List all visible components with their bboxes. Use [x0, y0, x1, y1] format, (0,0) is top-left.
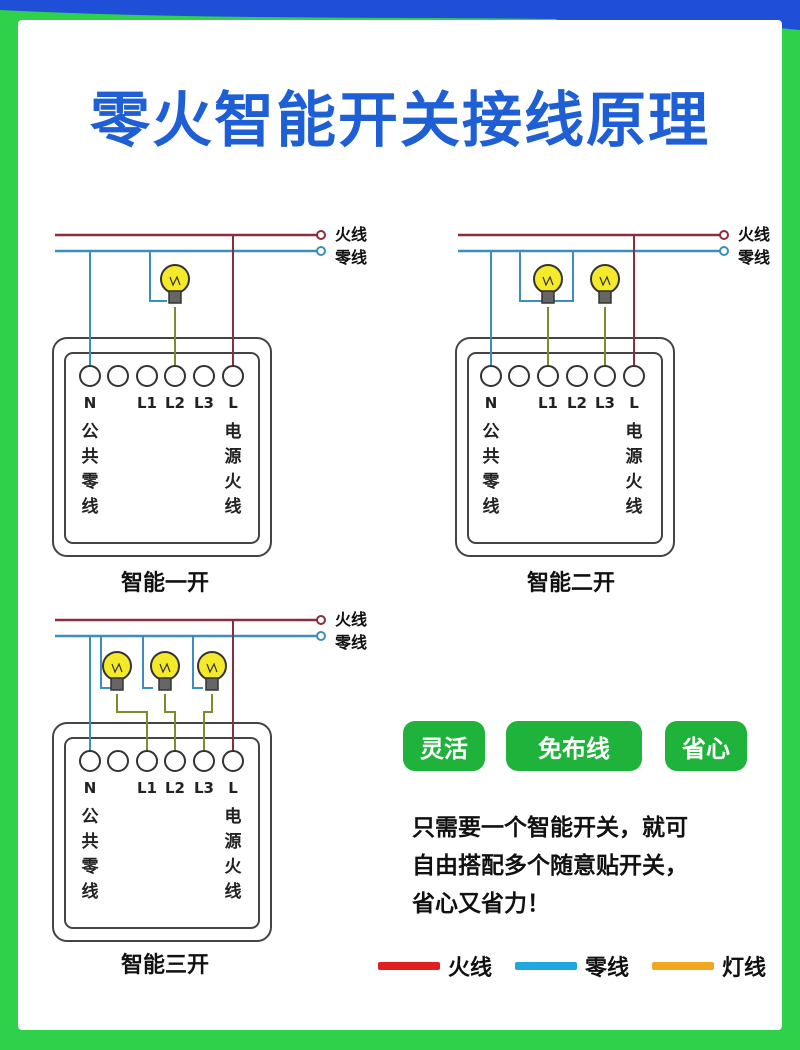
- legend-swatch: [515, 962, 577, 970]
- neutral-label: 零线: [737, 248, 770, 267]
- pin-l3: L3: [595, 394, 615, 412]
- live-note-char: 电: [626, 421, 643, 442]
- legend-lamp: 灯线: [652, 950, 766, 982]
- neutral-note-char: 公: [483, 422, 500, 442]
- bulb-icon: [590, 264, 620, 304]
- switch-box-inner: [467, 352, 663, 544]
- live-note-char: 火: [225, 857, 243, 877]
- page-title: 零火智能开关接线原理: [90, 86, 710, 156]
- legend-label: 火线: [448, 956, 493, 981]
- live-label: 火线: [738, 225, 770, 244]
- legend-swatch: [652, 962, 714, 970]
- pin-l3: L3: [194, 394, 214, 412]
- live-note-char: 火: [225, 472, 243, 492]
- legend-neutral: 零线: [515, 950, 629, 982]
- neutral-note-char: 公: [82, 422, 99, 442]
- neutral-note-char: 零: [482, 472, 501, 492]
- neutral-note-char: 共: [82, 832, 99, 852]
- diagram-one-gang: 火线 零线 N L1: [52, 225, 367, 596]
- terminal-row: [480, 365, 645, 387]
- live-terminal: [719, 230, 729, 240]
- lamp1-neutral: [149, 251, 167, 302]
- live-note-char: 线: [225, 496, 242, 517]
- pin-n: N: [84, 394, 97, 412]
- pin-l: L: [228, 394, 238, 412]
- lamp2-wire: [164, 694, 176, 761]
- pin-n: N: [485, 394, 498, 412]
- neutral-note-char: 线: [82, 881, 99, 902]
- live-note-char: 电: [225, 421, 242, 442]
- pin-l: L: [228, 779, 238, 797]
- diagram-three-gang: 火线 零线: [52, 610, 367, 978]
- lamp-neutral: [192, 636, 203, 689]
- switch-box-inner: [64, 352, 260, 544]
- terminal-row: [79, 365, 244, 387]
- legend-label: 灯线: [722, 956, 767, 981]
- pin-l2: L2: [165, 779, 185, 797]
- switch-box-inner: [64, 737, 260, 929]
- live-terminal: [316, 230, 326, 240]
- neutral-note-char: 线: [483, 496, 500, 517]
- live-note-char: 线: [225, 881, 242, 902]
- neutral-note-char: 公: [82, 807, 99, 827]
- live-note-char: 线: [626, 496, 643, 517]
- pin-l1: L1: [538, 394, 558, 412]
- pin-l: L: [629, 394, 639, 412]
- description-line: 只需要一个智能开关，就可: [412, 815, 688, 841]
- bulb-icon: [533, 264, 563, 304]
- neutral-terminal: [316, 631, 326, 641]
- description-line: 自由搭配多个随意贴开关，: [412, 853, 688, 879]
- bulb-icon: [150, 651, 180, 691]
- lamp-neutral: [100, 636, 113, 689]
- pin-l1: L1: [137, 779, 157, 797]
- lamp-neutral: [519, 251, 538, 302]
- feature-badge-flexible: 灵活: [403, 721, 485, 771]
- lamp1-wire: [116, 694, 148, 761]
- neutral-terminal: [316, 246, 326, 256]
- live-note-char: 源: [225, 831, 242, 852]
- diagram-two-gang: 火线 零线: [455, 225, 770, 596]
- diagram-caption: 智能一开: [121, 570, 209, 596]
- lamp3-wire: [203, 694, 213, 761]
- legend-label: 零线: [585, 956, 630, 981]
- pin-n: N: [84, 779, 97, 797]
- pin-l1: L1: [137, 394, 157, 412]
- pin-l2: L2: [567, 394, 587, 412]
- neutral-note-char: 零: [81, 857, 100, 877]
- neutral-note-char: 零: [81, 472, 100, 492]
- live-label: 火线: [335, 610, 367, 629]
- description-line: 省心又省力！: [412, 891, 550, 917]
- neutral-label: 零线: [334, 248, 367, 267]
- live-terminal: [316, 615, 326, 625]
- bulb-icon: [102, 651, 132, 691]
- legend-swatch: [378, 962, 440, 970]
- live-note-char: 源: [626, 446, 643, 467]
- diagram-caption: 智能二开: [527, 570, 615, 596]
- live-note-char: 电: [225, 806, 242, 827]
- live-note-char: 火: [626, 472, 644, 492]
- neutral-terminal: [719, 246, 729, 256]
- pin-l3: L3: [194, 779, 214, 797]
- bulb-icon: [197, 651, 227, 691]
- live-note-char: 源: [225, 446, 242, 467]
- feature-badge-wireless: 免布线: [506, 721, 642, 771]
- neutral-note-char: 共: [82, 447, 99, 467]
- legend-live: 火线: [378, 950, 492, 982]
- lamp-neutral: [142, 636, 153, 689]
- terminal-row: [79, 750, 244, 772]
- diagram-caption: 智能三开: [121, 952, 209, 978]
- neutral-note-char: 共: [483, 447, 500, 467]
- bulb-icon: [160, 264, 190, 304]
- pin-l2: L2: [165, 394, 185, 412]
- feature-badge-easy: 省心: [665, 721, 747, 771]
- live-label: 火线: [335, 225, 367, 244]
- neutral-note-char: 线: [82, 496, 99, 517]
- neutral-label: 零线: [334, 633, 367, 652]
